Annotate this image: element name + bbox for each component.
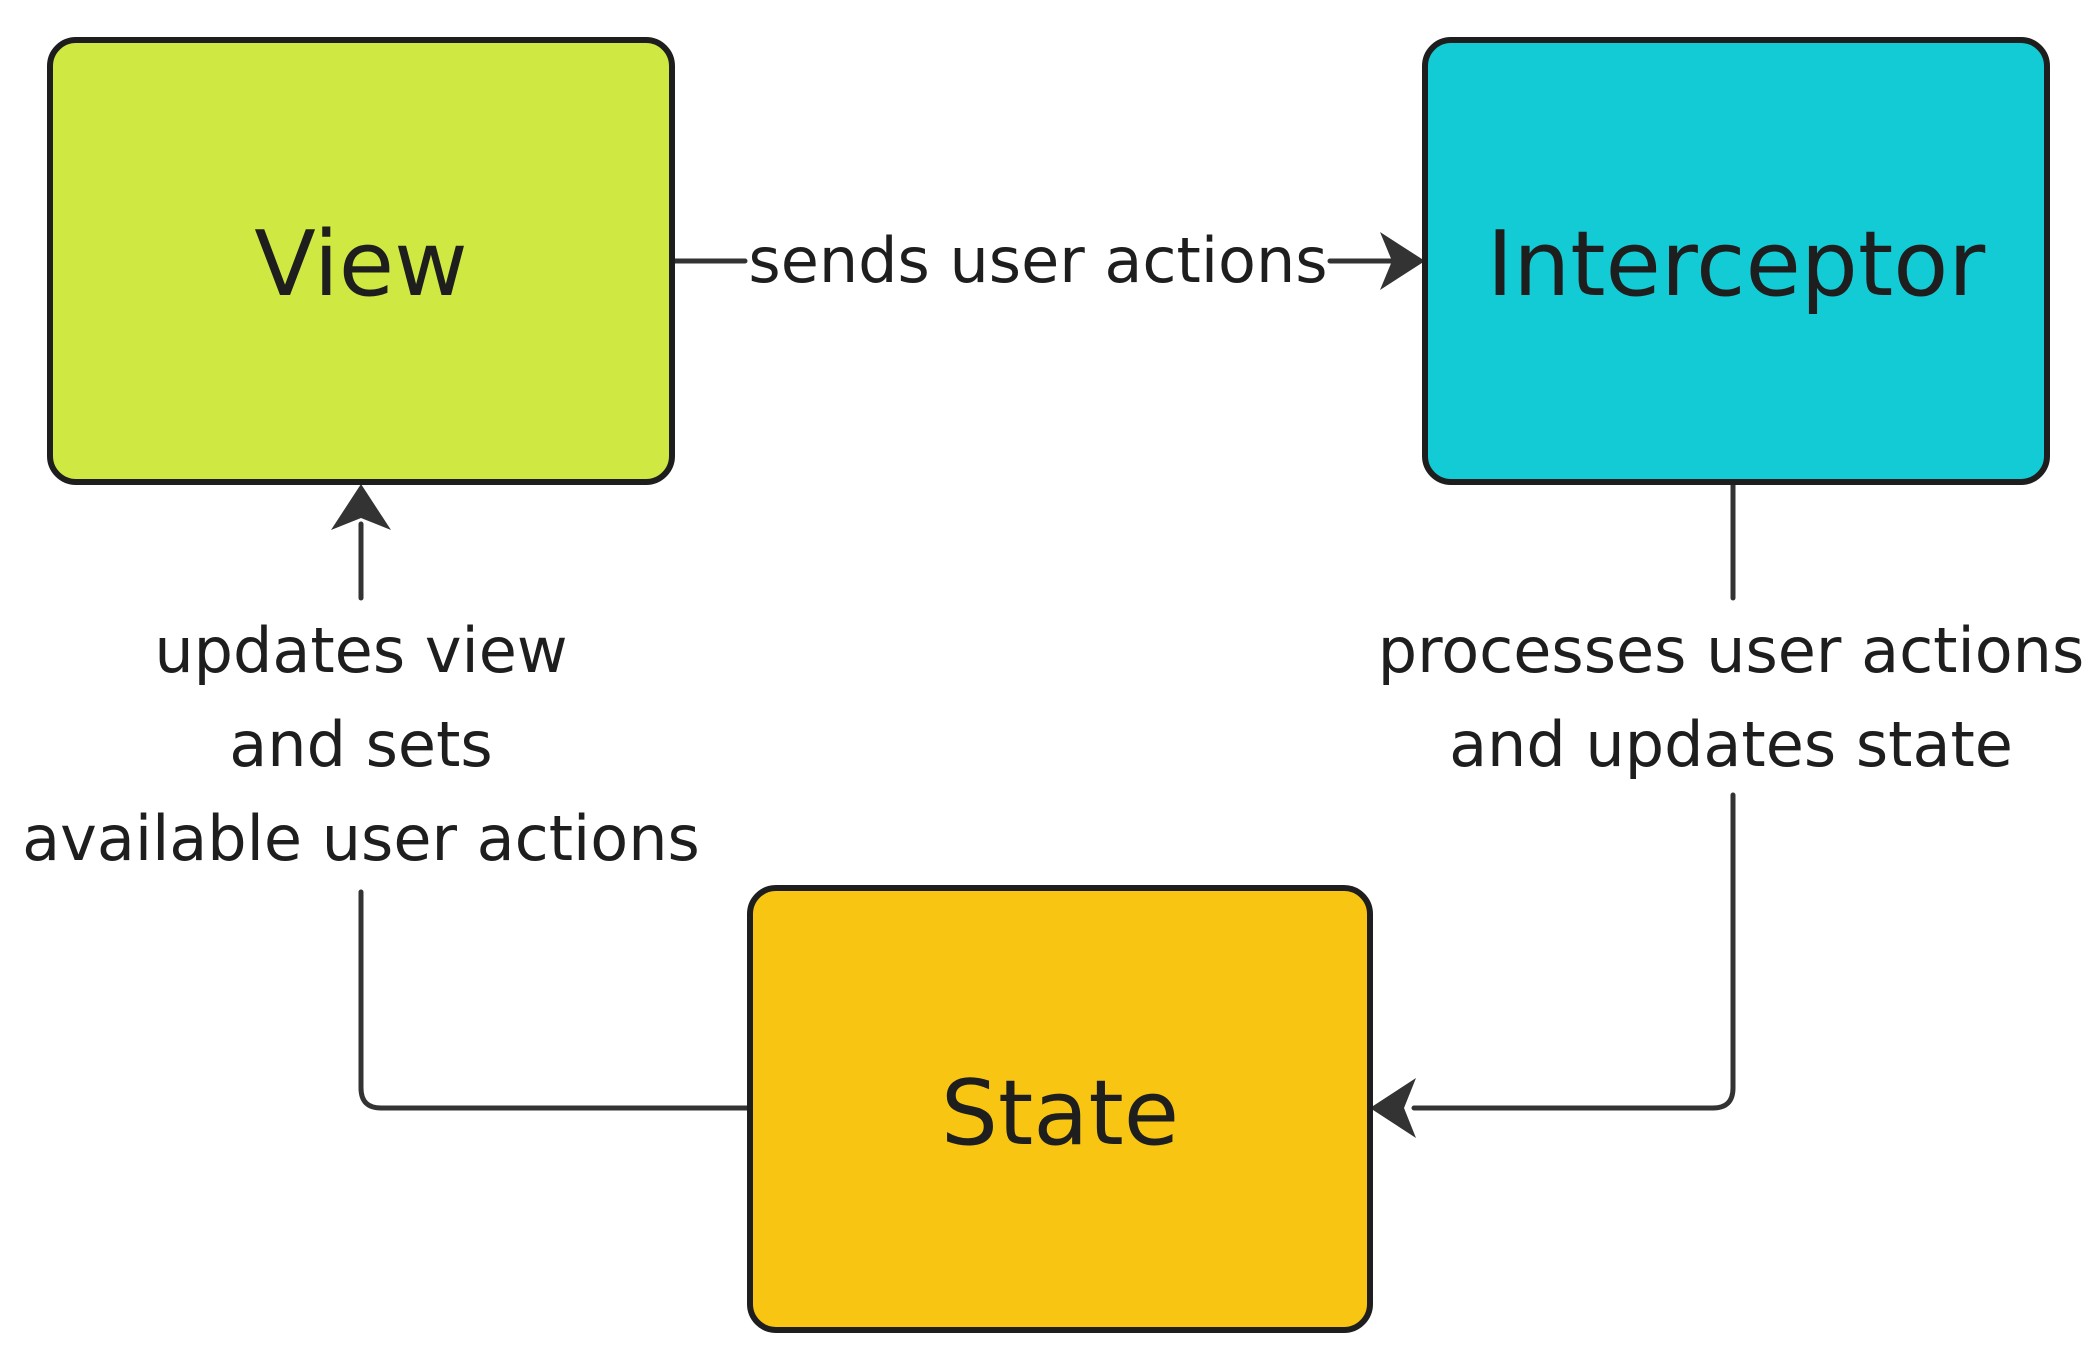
edge-interceptor-to-state: processes user actions and updates state <box>1370 481 2085 1138</box>
edge-line-segment <box>1411 792 1736 1111</box>
node-view-label: View <box>254 212 468 317</box>
edge-view-to-interceptor: sends user actions <box>672 224 1425 297</box>
node-interceptor-label: Interceptor <box>1487 212 1986 317</box>
edge-state-to-view: updates view and sets available user act… <box>22 484 751 1111</box>
arrow-head-right-icon <box>1380 232 1425 290</box>
edge-label-processes-line-2: and updates state <box>1449 708 2013 781</box>
edge-label-updates-line-1: updates view <box>154 614 567 687</box>
arrow-head-left-icon <box>1370 1078 1416 1138</box>
edge-label-processes-line-1: processes user actions <box>1378 614 2085 687</box>
edge-label-updates-line-3: available user actions <box>22 802 700 875</box>
arrow-head-up-icon <box>331 484 391 530</box>
node-state-label: State <box>941 1061 1179 1166</box>
edge-line-segment <box>358 889 751 1111</box>
node-view: View <box>47 37 675 485</box>
node-interceptor-box <box>1422 37 2050 485</box>
node-state: State <box>747 885 1373 1333</box>
node-state-box <box>747 885 1373 1333</box>
edge-label-updates-line-2: and sets <box>229 708 492 781</box>
node-view-box <box>47 37 675 485</box>
node-interceptor: Interceptor <box>1422 37 2050 485</box>
edge-label-sends-user-actions: sends user actions <box>748 224 1327 297</box>
